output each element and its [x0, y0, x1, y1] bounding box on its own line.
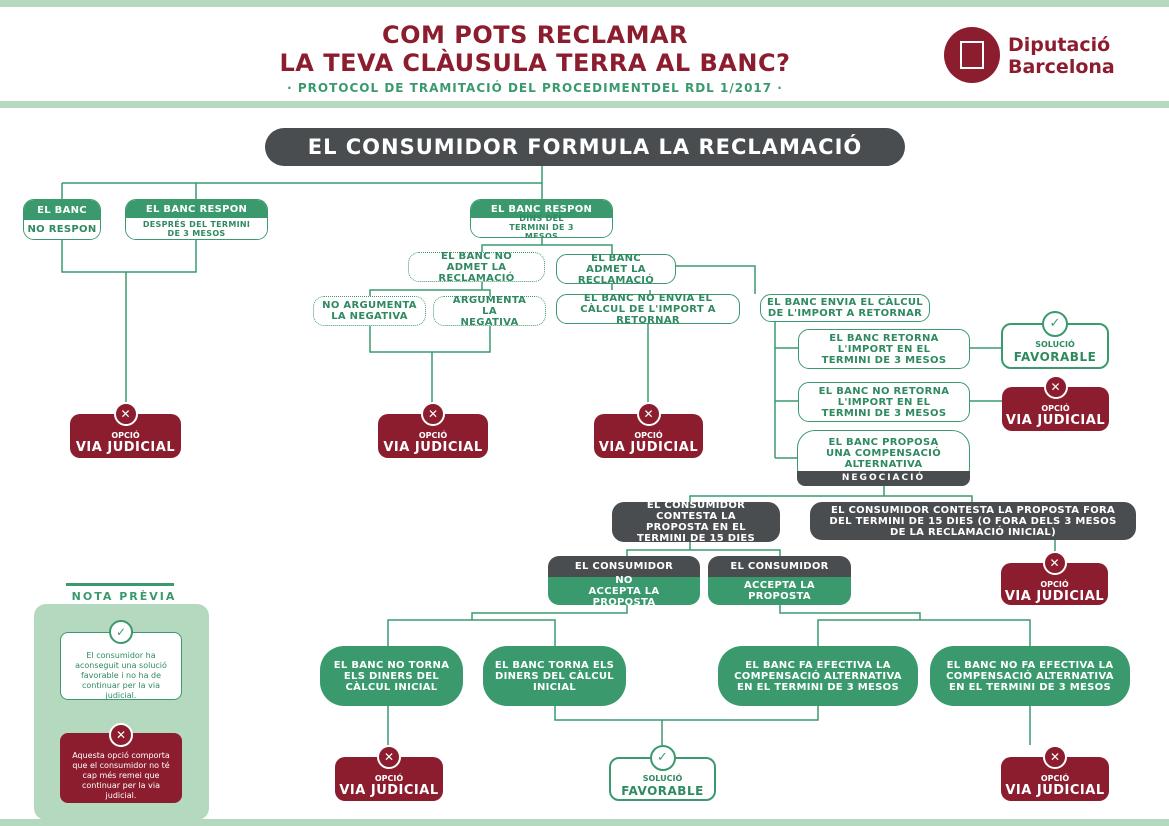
node-fa-efectiva: EL BANC FA EFECTIVA LA COMPENSACIÓ ALTER… [718, 646, 918, 706]
opcio-label: OPCIÓ [374, 774, 404, 783]
outcome-via-judicial-1: ✕ OPCIÓ VIA JUDICIAL [70, 402, 181, 458]
node-accepta-top: EL CONSUMIDOR [708, 556, 851, 577]
page-title-line1: COM POTS RECLAMAR [381, 21, 689, 49]
footer-stripe [0, 819, 1169, 826]
check-icon: ✓ [1042, 311, 1068, 337]
outcome-via-judicial-4: ✕ OPCIÓ VIA JUDICIAL [1002, 375, 1109, 431]
node-no-envia-calcul: EL BANC NO ENVIA EL CÀLCUL DE L'IMPORT A… [556, 293, 740, 326]
via-judicial-label: VIA JUDICIAL [1005, 413, 1106, 428]
outcome-via-judicial-7: ✕ OPCIÓ VIA JUDICIAL [1001, 745, 1109, 801]
node-banc-respon-dins-top: EL BANC RESPON [471, 200, 612, 218]
node-banc-respon-despres: EL BANC RESPON DESPRÉS DEL TERMINI DE 3 … [125, 199, 268, 240]
node-no-torna: EL BANC NO TORNA ELS DINERS DEL CÀLCUL I… [320, 646, 463, 706]
nota-x-icon: ✕ [109, 723, 133, 747]
node-no-accepta-top: EL CONSUMIDOR [548, 556, 700, 577]
x-icon: ✕ [1042, 551, 1067, 575]
outcome-solucio-favorable-1: ✓ SOLUCIÓ FAVORABLE [1001, 311, 1109, 369]
check-icon: ✓ [649, 745, 676, 771]
x-icon: ✕ [377, 745, 401, 769]
negociacio-bar: NEGOCIACIÓ [797, 471, 970, 486]
favorable-label: FAVORABLE [1013, 350, 1097, 364]
node-envia-calcul: EL BANC ENVIA EL CÀLCUL DE L'IMPORT A RE… [760, 294, 930, 322]
node-accepta: EL CONSUMIDOR ACCEPTA LA PROPOSTA [708, 556, 851, 605]
node-contesta-fora: EL CONSUMIDOR CONTESTA LA PROPOSTA FORA … [810, 502, 1136, 540]
nota-red-text: Aquesta opció comporta que el consumidor… [72, 751, 170, 800]
node-banc-proposa-text: EL BANC PROPOSA UNA COMPENSACIÓ ALTERNAT… [825, 437, 942, 470]
node-no-argumenta: NO ARGUMENTA LA NEGATIVA [313, 296, 426, 326]
page-title-line2: LA TEVA CLÀUSULA TERRA AL BANC? [279, 49, 791, 77]
node-banc-respon-despres-bottom: DESPRÉS DEL TERMINI DE 3 MESOS [126, 218, 267, 239]
x-icon: ✕ [1043, 745, 1067, 769]
via-judicial-label: VIA JUDICIAL [1005, 783, 1105, 798]
logo-emblem [960, 41, 984, 69]
nota-divider [66, 583, 174, 586]
page-subtitle: · PROTOCOL DE TRAMITACIÓ DEL PROCEDIMENT… [287, 81, 783, 95]
node-accepta-bottom: ACCEPTA LA PROPOSTA [708, 577, 851, 605]
via-judicial-label: VIA JUDICIAL [75, 440, 176, 455]
node-no-accepta-bottom: NO ACCEPTA LA PROPOSTA [548, 575, 700, 605]
opcio-label: OPCIÓ [418, 431, 448, 440]
via-judicial-label: VIA JUDICIAL [339, 783, 439, 798]
via-judicial-label: VIA JUDICIAL [598, 440, 699, 455]
logo-text-line1: Diputació [1008, 34, 1111, 56]
node-argumenta: ARGUMENTA LA NEGATIVA [433, 295, 546, 328]
logo-text: Diputació Barcelona [1008, 34, 1115, 78]
node-banc-respon-dins-bottom: DINS DEL TERMINI DE 3 MESOS [471, 214, 612, 237]
node-banc-no-respon-top: EL BANC [24, 200, 100, 220]
node-banc-respon-despres-top: EL BANC RESPON [126, 200, 267, 218]
nota-check-icon: ✓ [109, 620, 133, 644]
solucio-label: SOLUCIÓ [1035, 340, 1075, 349]
node-no-fa-efectiva: EL BANC NO FA EFECTIVA LA COMPENSACIÓ AL… [930, 646, 1130, 706]
via-judicial-label: VIA JUDICIAL [383, 440, 483, 455]
diputacio-logo-icon [944, 27, 1000, 83]
logo-text-line2: Barcelona [1008, 56, 1115, 78]
solucio-label: SOLUCIÓ [642, 774, 683, 783]
via-judicial-label: VIA JUDICIAL [1004, 589, 1105, 604]
outcome-via-judicial-2: ✕ OPCIÓ VIA JUDICIAL [378, 402, 488, 458]
nota-green-text: El consumidor ha aconseguit una solució … [75, 651, 167, 700]
opcio-label: OPCIÓ [1040, 774, 1070, 783]
opcio-label: OPCIÓ [111, 431, 140, 440]
opcio-label: OPCIÓ [634, 431, 663, 440]
x-icon: ✕ [421, 402, 445, 426]
x-icon: ✕ [113, 402, 138, 426]
node-torna: EL BANC TORNA ELS DINERS DEL CÀLCUL INIC… [483, 646, 626, 706]
top-stripe [0, 0, 1169, 7]
node-banc-no-respon: EL BANC NO RESPON [23, 199, 101, 240]
outcome-via-judicial-3: ✕ OPCIÓ VIA JUDICIAL [594, 402, 703, 458]
nota-red-box: Aquesta opció comporta que el consumidor… [60, 733, 182, 803]
outcome-via-judicial-5: ✕ OPCIÓ VIA JUDICIAL [1001, 551, 1108, 605]
node-banc-no-respon-bottom: NO RESPON [24, 220, 100, 239]
outcome-solucio-favorable-2: ✓ SOLUCIÓ FAVORABLE [609, 745, 716, 801]
opcio-label: OPCIÓ [1040, 580, 1069, 589]
node-admet: EL BANC ADMET LA RECLAMACIÓ [556, 253, 676, 286]
node-banc-respon-dins: EL BANC RESPON DINS DEL TERMINI DE 3 MES… [470, 199, 613, 238]
nota-title: NOTA PRÈVIA [71, 590, 177, 603]
node-banc-no-retorna: EL BANC NO RETORNA L'IMPORT EN EL TERMIN… [798, 382, 970, 422]
node-no-accepta: EL CONSUMIDOR NO ACCEPTA LA PROPOSTA [548, 556, 700, 605]
node-no-admet: EL BANC NO ADMET LA RECLAMACIÓ [408, 251, 545, 284]
outcome-via-judicial-6: ✕ OPCIÓ VIA JUDICIAL [335, 745, 443, 801]
header-bottom-stripe [0, 101, 1169, 108]
opcio-label: OPCIÓ [1041, 404, 1070, 413]
main-reclamacio: EL CONSUMIDOR FORMULA LA RECLAMACIÓ [265, 128, 905, 166]
favorable-label: FAVORABLE [621, 784, 704, 798]
x-icon: ✕ [1043, 375, 1068, 399]
node-contesta-dins: EL CONSUMIDOR CONTESTA LA PROPOSTA EN EL… [612, 500, 780, 544]
x-icon: ✕ [636, 402, 661, 426]
node-banc-retorna: EL BANC RETORNA L'IMPORT EN EL TERMINI D… [798, 329, 970, 369]
